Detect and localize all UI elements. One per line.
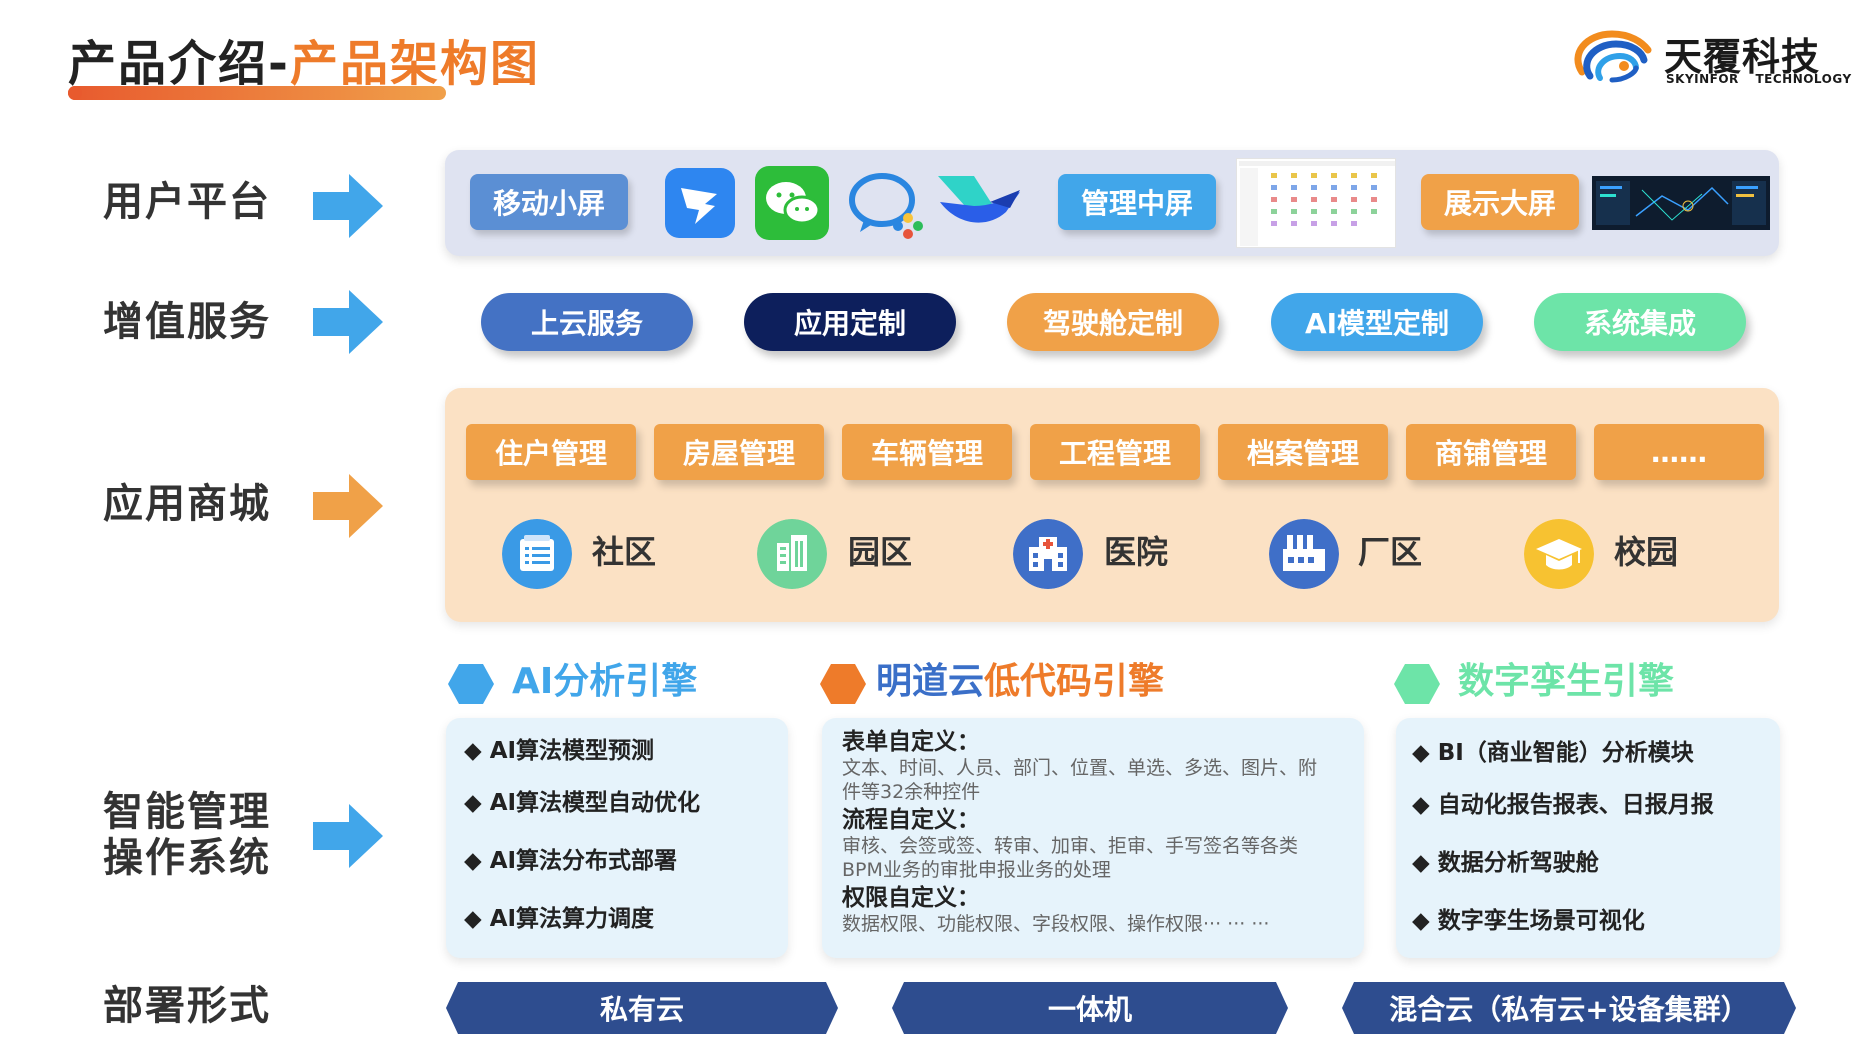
ai-item: ◆ AI算法分布式部署	[464, 848, 678, 874]
document-list-icon	[502, 519, 572, 589]
title-highlight: 产品架构图	[289, 36, 540, 92]
pill-cockpit-customization: 驾驶舱定制	[1007, 293, 1219, 351]
management-dashboard-thumbnail	[1236, 158, 1396, 248]
ai-item: ◆ AI算法模型自动优化	[464, 790, 701, 816]
page-title: 产品介绍-产品架构图	[68, 24, 540, 94]
tag-mobile-screen: 移动小屏	[470, 174, 628, 230]
flow-customization-desc: 审核、会签或签、转审、加审、拒审、手写签名等各类	[842, 835, 1299, 857]
digital-twin-engine-card	[1396, 718, 1780, 958]
building-icon	[757, 519, 827, 589]
pill-app-customization: 应用定制	[744, 293, 956, 351]
row-label-value-added: 增值服务	[103, 299, 271, 345]
arrow-right-icon	[313, 174, 383, 238]
deploy-label: 私有云	[599, 993, 684, 1026]
graduation-cap-icon	[1524, 519, 1594, 589]
hexagon-icon	[1394, 664, 1440, 704]
twin-item: ◆ BI（商业智能）分析模块	[1412, 740, 1694, 766]
deploy-label: 混合云（私有云+设备集群）	[1389, 993, 1749, 1026]
module-vehicle-management: 车辆管理	[842, 424, 1012, 480]
twin-item: ◆ 数据分析驾驶舱	[1412, 850, 1599, 876]
twin-item: ◆ 自动化报告报表、日报月报	[1412, 792, 1714, 818]
twin-item: ◆ 数字孪生场景可视化	[1412, 908, 1645, 934]
tag-management-screen: 管理中屏	[1058, 174, 1216, 230]
flow-customization-heading: 流程自定义：	[842, 807, 980, 833]
module-archive-management: 档案管理	[1218, 424, 1388, 480]
scene-campus: 校园	[1614, 533, 1679, 571]
feishu-icon	[938, 176, 1020, 223]
scene-hospital: 医院	[1104, 533, 1169, 571]
hospital-icon	[1013, 519, 1083, 589]
engine-title-mingdao: 明道云低代码引擎	[876, 658, 1164, 706]
big-screen-thumbnail	[1592, 176, 1770, 230]
arrow-right-icon	[313, 804, 383, 868]
ai-engine-card	[446, 718, 788, 958]
form-customization-heading: 表单自定义：	[842, 729, 980, 755]
row-label-user-platform: 用户平台	[103, 179, 271, 225]
title-underline	[68, 86, 446, 100]
ai-item: ◆ AI算法模型预测	[464, 738, 655, 764]
deploy-hybrid-cloud: 混合云（私有云+设备集群）	[1342, 982, 1796, 1034]
title-main: 产品介绍-	[68, 36, 290, 92]
scene-community: 社区	[592, 533, 657, 571]
flow-customization-desc: BPM业务的审批申报业务的处理	[842, 859, 1111, 881]
arrow-right-icon	[313, 290, 383, 354]
hexagon-icon	[448, 664, 494, 704]
permission-customization-heading: 权限自定义：	[842, 885, 980, 911]
arrow-right-icon	[313, 474, 383, 538]
title-underline-dot	[68, 86, 82, 100]
module-house-management: 房屋管理	[654, 424, 824, 480]
engine-title-ai: AI分析引擎	[512, 661, 698, 702]
module-shop-management: 商铺管理	[1406, 424, 1576, 480]
module-resident-management: 住户管理	[466, 424, 636, 480]
module-engineering-management: 工程管理	[1030, 424, 1200, 480]
row-label-app-store: 应用商城	[103, 481, 271, 527]
pill-cloud-service: 上云服务	[481, 293, 693, 351]
deploy-all-in-one: 一体机	[892, 982, 1288, 1034]
row-label-deployment: 部署形式	[103, 983, 271, 1029]
form-customization-desc: 文本、时间、人员、部门、位置、单选、多选、图片、附	[842, 757, 1318, 779]
logo-chinese-name: 天覆科技	[1664, 35, 1821, 79]
factory-icon	[1269, 519, 1339, 589]
engine-title-digital-twin: 数字孪生引擎	[1458, 661, 1675, 702]
permission-customization-desc: 数据权限、功能权限、字段权限、操作权限··· ··· ···	[842, 913, 1270, 935]
company-logo: 天覆科技 SKYINFOR TECHNOLOGY	[1572, 26, 1852, 90]
wecom-icon	[849, 173, 923, 239]
engine-title-mingdao-lowcode: 低代码引擎	[984, 661, 1165, 702]
logo-mark-icon	[1574, 30, 1652, 83]
dingtalk-icon	[665, 168, 735, 238]
scene-factory: 厂区	[1358, 533, 1423, 571]
tag-display-screen: 展示大屏	[1421, 174, 1579, 230]
module-more: ……	[1594, 424, 1764, 480]
scene-park: 园区	[848, 533, 913, 571]
row-label-smart-os-2: 操作系统	[103, 835, 271, 881]
pill-system-integration: 系统集成	[1534, 293, 1746, 351]
engine-title-mingdao-brand: 明道云	[876, 661, 985, 702]
deploy-private-cloud: 私有云	[446, 982, 838, 1034]
row-label-smart-os-1: 智能管理	[103, 789, 271, 835]
form-customization-desc: 件等32余种控件	[842, 781, 981, 803]
pill-ai-model-customization: AI模型定制	[1271, 293, 1483, 351]
deploy-label: 一体机	[1047, 993, 1132, 1026]
ai-item: ◆ AI算法算力调度	[464, 906, 655, 932]
wechat-icon	[755, 166, 829, 240]
mingdao-engine-card	[822, 718, 1364, 958]
logo-english-name: SKYINFOR TECHNOLOGY	[1666, 72, 1852, 86]
hexagon-icon	[820, 664, 866, 704]
